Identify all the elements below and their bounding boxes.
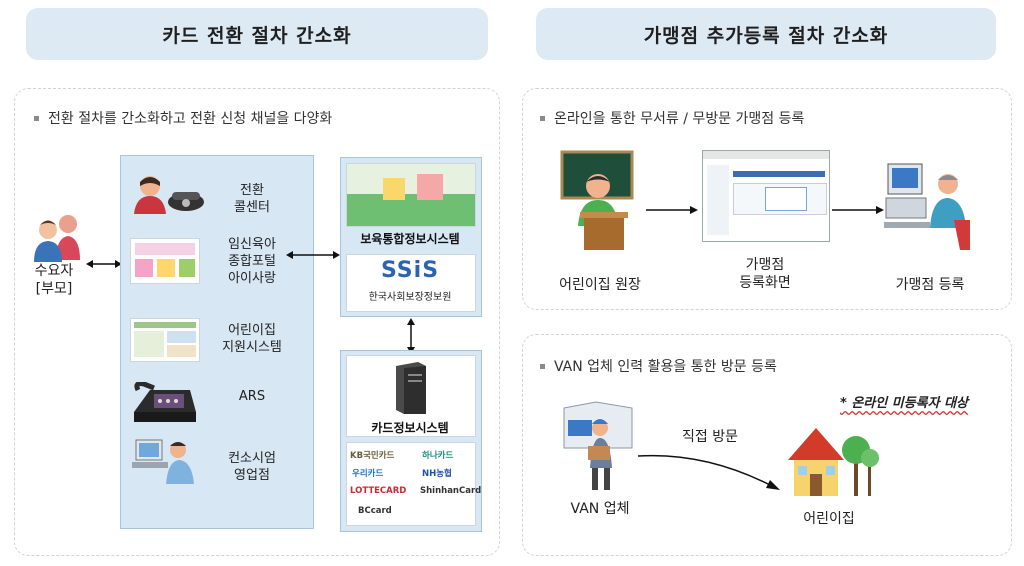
channel-5-line2: 영업점 (234, 468, 270, 483)
portal-thumb-block (157, 259, 175, 277)
online-bullet-text: 온라인을 통한 무서류 / 무방문 가맹점 등록 (554, 111, 805, 127)
bullet-marker (540, 115, 545, 121)
left-header: 카드 전환 절차 간소화 (26, 8, 488, 60)
van-bullet-text: VAN 업체 인력 활용을 통한 방문 등록 (554, 359, 777, 375)
user-label-line2: [부모] (35, 281, 73, 297)
bc-card-logo: BCcard (358, 506, 392, 516)
branch-office-icon (132, 439, 194, 484)
shinhan-card-logo: ShinhanCard (420, 486, 482, 496)
channel-4-line1: ARS (238, 389, 266, 404)
ssis-logo: SSiS (380, 258, 440, 283)
bullet-marker (34, 115, 39, 121)
kb-card-logo: KB국민카드 (350, 451, 395, 461)
visit-arrow (637, 454, 780, 490)
step2-arrow (832, 206, 884, 214)
portal-thumb-banner (135, 243, 195, 255)
left-bullet-text: 전환 절차를 간소화하고 전환 신청 채널을 다양화 (48, 111, 333, 127)
daycare-house-icon (788, 428, 879, 496)
director-icon (560, 150, 634, 250)
step1-arrow (646, 206, 698, 214)
right-header: 가맹점 추가등록 절차 간소화 (536, 8, 996, 60)
support-system-screenshot (130, 318, 200, 362)
ars-phone-icon (134, 382, 196, 422)
parents-icon (34, 215, 80, 262)
left-bullet: 전환 절차를 간소화하고 전환 신청 채널을 다양화 (34, 108, 332, 128)
childcare-system-label: 보육통합정보시스템 (360, 232, 460, 246)
woori-card-logo: 우리카드 (352, 469, 384, 479)
van-worker-icon (563, 401, 633, 490)
support-thumb-block (167, 345, 196, 357)
van-bullet: VAN 업체 인력 활용을 통한 방문 등록 (540, 356, 777, 376)
channel-1-line1: 전환 (240, 183, 264, 198)
nh-card-logo: NH농협 (422, 469, 452, 479)
system-card-arrow (407, 318, 415, 354)
online-bullet: 온라인을 통한 무서류 / 무방문 가맹점 등록 (540, 108, 804, 128)
registration-thumb-topbar (703, 151, 829, 159)
registration-thumb-sidebar (707, 165, 729, 235)
childcare-thumb-sky (347, 164, 475, 194)
channel-3-line2: 지원시스템 (222, 340, 282, 355)
merchant-computer-icon (884, 163, 970, 250)
childcare-thumb-building (383, 178, 405, 200)
visit-label: 직접 방문 (682, 429, 738, 445)
channel-5-line1: 컨소시엄 (228, 451, 276, 466)
channel-2-line1: 임신육아 (228, 237, 276, 252)
portal-thumb-block (135, 259, 153, 277)
registration-thumb-navbar (733, 171, 825, 177)
channel-3-line1: 어린이집 (228, 323, 276, 338)
channel-system-arrow (286, 251, 340, 259)
server-icon (396, 362, 426, 414)
channel-2-line3: 아이사랑 (228, 271, 276, 286)
registration-screen-screenshot (702, 150, 830, 242)
childcare-thumb-building (417, 174, 443, 200)
van-agent-label: VAN 업체 (570, 501, 630, 517)
channel-2-line2: 종합포털 (228, 254, 276, 269)
ssis-org-label: 한국사회보장정보원 (368, 292, 452, 303)
step2-label-line1: 가맹점 (745, 257, 785, 273)
daycare-label: 어린이집 (803, 511, 855, 527)
user-channel-arrow (86, 260, 122, 268)
card-system-label: 카드정보시스템 (371, 421, 449, 435)
childcare-system-screenshot (346, 163, 476, 227)
support-thumb-block (134, 331, 164, 357)
bullet-marker (540, 363, 545, 369)
call-center-icon (134, 176, 204, 214)
registration-thumb-dialog (765, 187, 807, 211)
user-label-line1: 수요자 (34, 263, 74, 279)
hana-card-logo: 하나카드 (422, 451, 454, 461)
van-note: * 온라인 미등록자 대상 (840, 396, 969, 411)
portal-thumb-block (179, 259, 195, 277)
channel-1-line2: 콜센터 (234, 200, 270, 215)
support-thumb-header (134, 322, 196, 328)
childcare-thumb-ground (347, 194, 475, 226)
step3-label: 가맹점 등록 (895, 277, 965, 293)
portal-screenshot (130, 238, 200, 284)
support-thumb-block (167, 331, 196, 343)
lotte-card-logo: LOTTECARD (350, 486, 407, 496)
card-logos-box (346, 442, 476, 526)
step1-label: 어린이집 원장 (559, 277, 641, 293)
step2-label-line2: 등록화면 (739, 275, 791, 291)
ssis-box (346, 254, 476, 312)
